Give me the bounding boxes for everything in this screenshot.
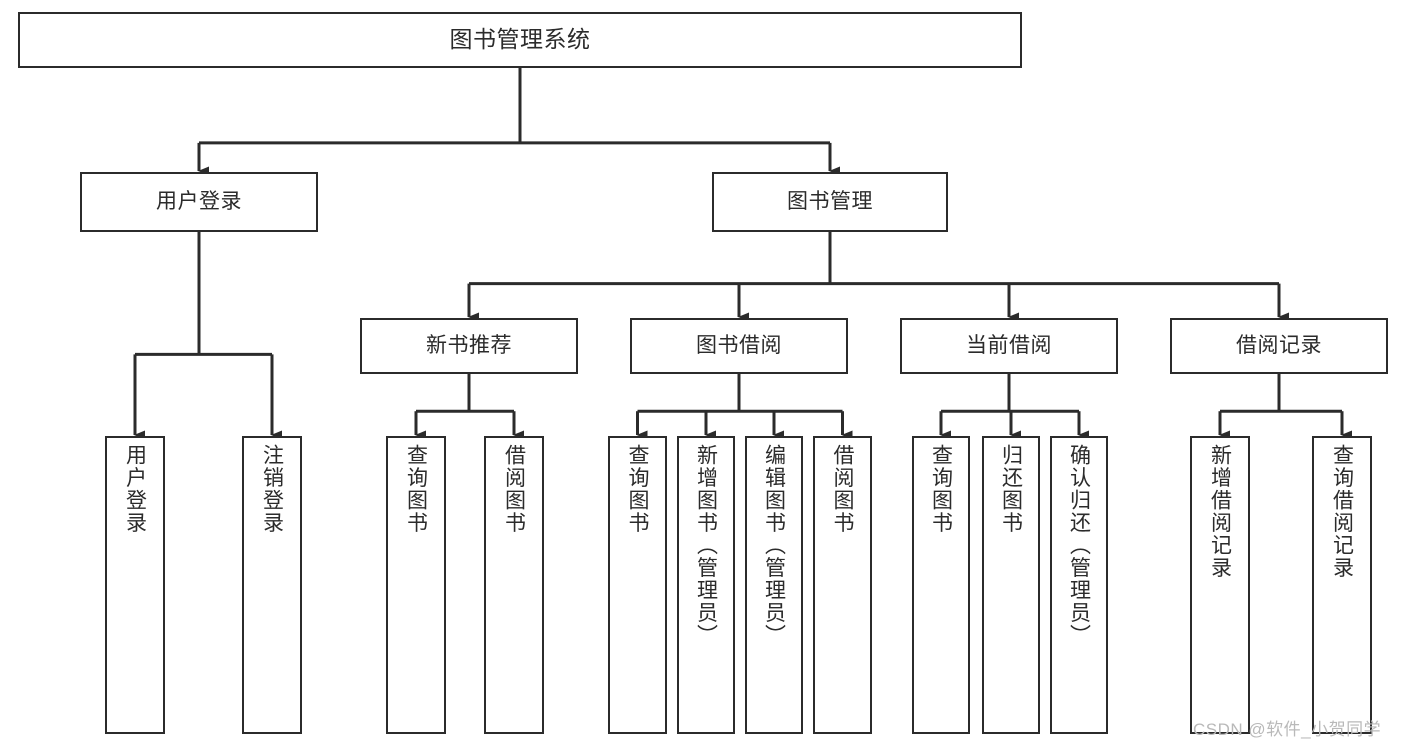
- node-current-borrow-label: 当前借阅: [966, 333, 1052, 357]
- node-current-borrow[interactable]: 当前借阅: [900, 318, 1118, 374]
- node-leaf-query-book-1-label: 查询图书: [404, 444, 428, 534]
- node-book-borrow-label: 图书借阅: [696, 333, 782, 357]
- node-leaf-query-book-2[interactable]: 查询图书: [608, 436, 667, 734]
- node-leaf-query-book-2-label: 查询图书: [626, 444, 649, 534]
- node-borrow-record[interactable]: 借阅记录: [1170, 318, 1388, 374]
- node-new-book-recommend-label: 新书推荐: [426, 333, 512, 357]
- node-book-borrow[interactable]: 图书借阅: [630, 318, 848, 374]
- node-leaf-add-book[interactable]: 新增图书（管理员）: [677, 436, 735, 734]
- node-leaf-borrow-book-1-label: 借阅图书: [502, 444, 526, 534]
- node-leaf-edit-book-label: 编辑图书（管理员）: [762, 444, 786, 647]
- node-leaf-return-book-label: 归还图书: [999, 444, 1023, 534]
- node-root-label: 图书管理系统: [449, 26, 591, 53]
- node-root[interactable]: 图书管理系统: [18, 12, 1022, 68]
- node-leaf-query-book-3-label: 查询图书: [929, 444, 953, 534]
- node-leaf-add-record-label: 新增借阅记录: [1208, 444, 1232, 579]
- node-leaf-borrow-book-2-label: 借阅图书: [831, 444, 854, 534]
- node-leaf-query-book-3[interactable]: 查询图书: [912, 436, 970, 734]
- node-leaf-query-record-label: 查询借阅记录: [1330, 444, 1354, 579]
- node-leaf-user-login-label: 用户登录: [123, 444, 147, 534]
- node-leaf-add-record[interactable]: 新增借阅记录: [1190, 436, 1250, 734]
- node-leaf-user-logout-label: 注销登录: [260, 444, 284, 534]
- node-book-manage-label: 图书管理: [787, 189, 873, 213]
- node-leaf-return-book[interactable]: 归还图书: [982, 436, 1040, 734]
- node-leaf-confirm-return-label: 确认归还（管理员）: [1067, 444, 1091, 647]
- node-leaf-edit-book[interactable]: 编辑图书（管理员）: [745, 436, 803, 734]
- node-user-login[interactable]: 用户登录: [80, 172, 318, 232]
- node-new-book-recommend[interactable]: 新书推荐: [360, 318, 578, 374]
- node-borrow-record-label: 借阅记录: [1236, 333, 1322, 357]
- node-leaf-confirm-return[interactable]: 确认归还（管理员）: [1050, 436, 1108, 734]
- watermark-text: CSDN @软件_小贺同学: [1193, 720, 1382, 739]
- node-user-login-label: 用户登录: [156, 189, 242, 213]
- node-leaf-borrow-book-2[interactable]: 借阅图书: [813, 436, 872, 734]
- node-leaf-query-record[interactable]: 查询借阅记录: [1312, 436, 1372, 734]
- node-leaf-user-logout[interactable]: 注销登录: [242, 436, 302, 734]
- node-book-manage[interactable]: 图书管理: [712, 172, 948, 232]
- node-leaf-user-login[interactable]: 用户登录: [105, 436, 165, 734]
- node-leaf-add-book-label: 新增图书（管理员）: [694, 444, 718, 647]
- node-leaf-borrow-book-1[interactable]: 借阅图书: [484, 436, 544, 734]
- node-leaf-query-book-1[interactable]: 查询图书: [386, 436, 446, 734]
